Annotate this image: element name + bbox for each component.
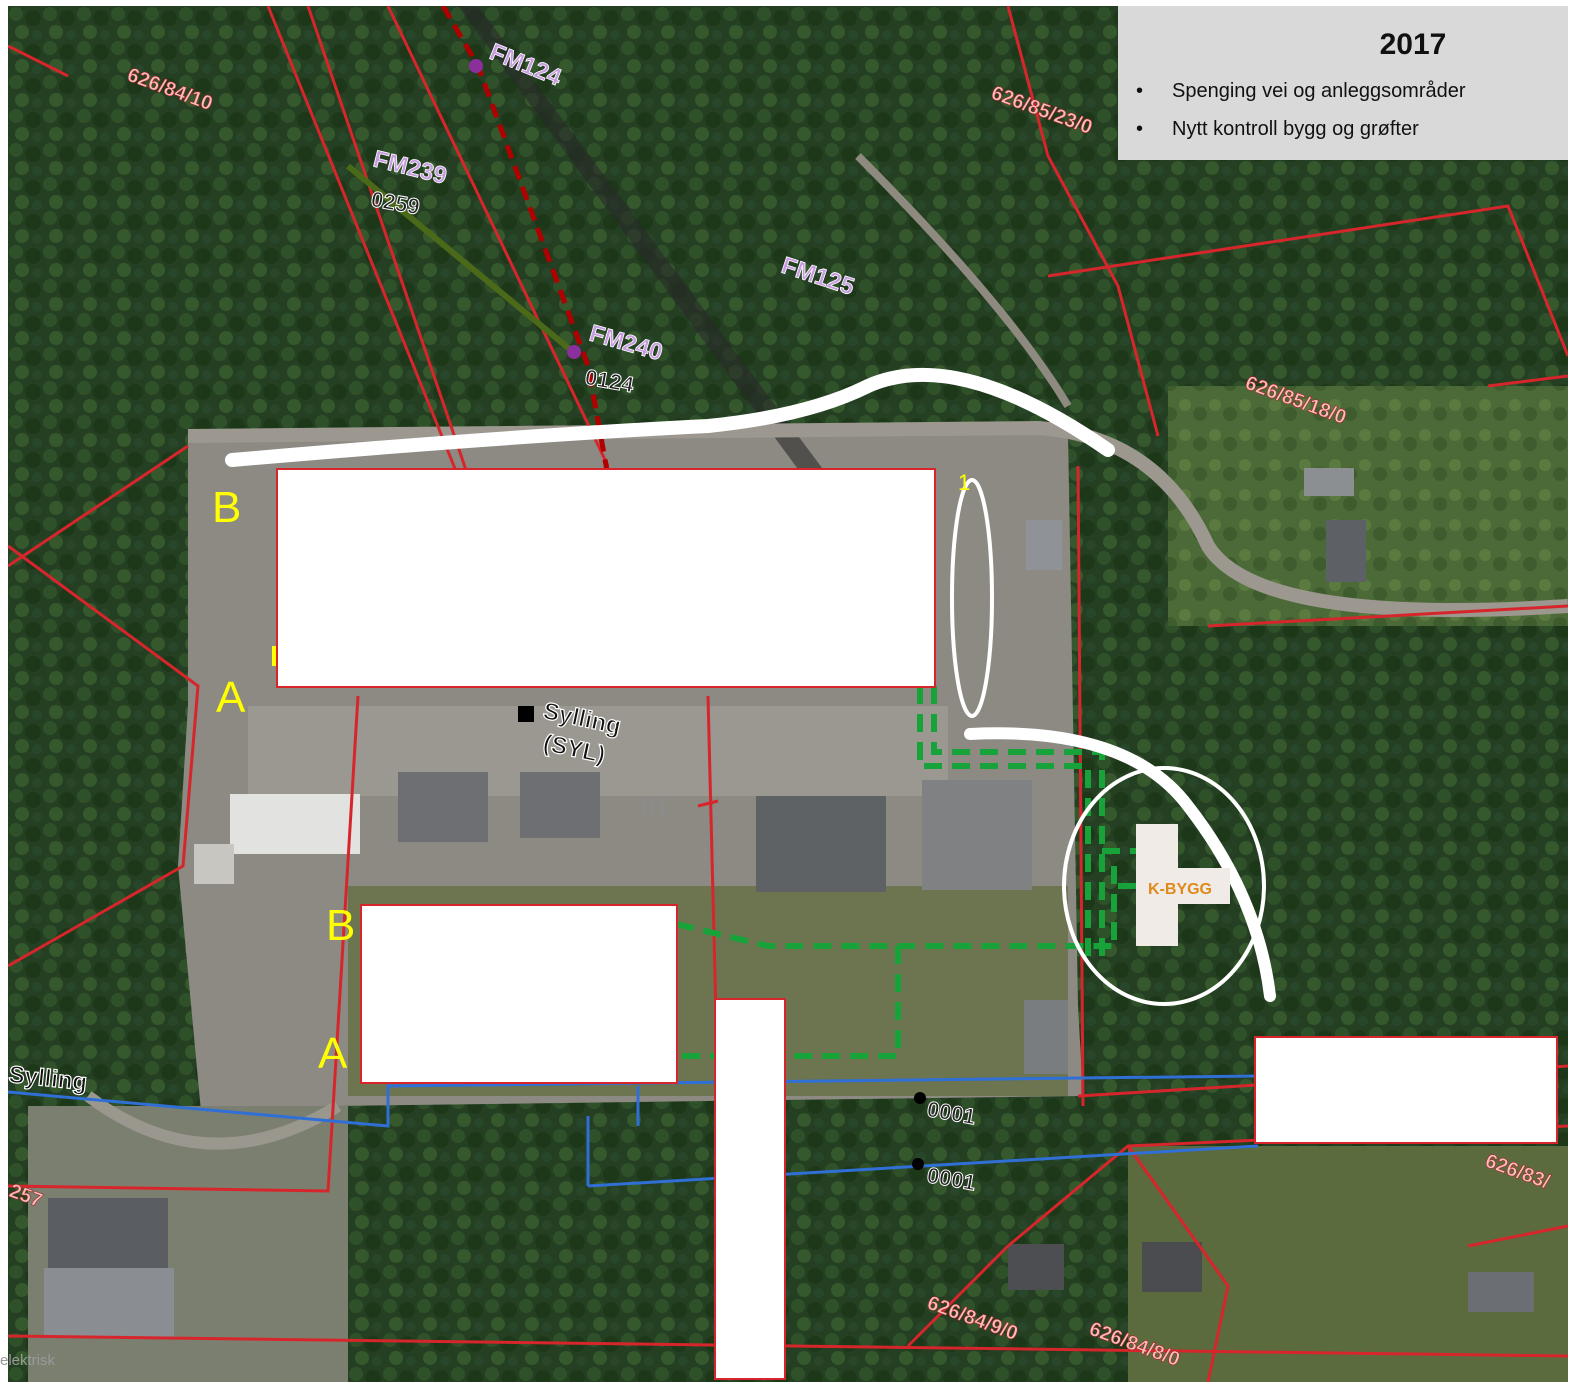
section-label-a-top: A bbox=[216, 673, 246, 722]
mask-block-vertical bbox=[714, 998, 786, 1380]
footer-text: elektrisk bbox=[0, 1352, 56, 1369]
mask-block-north bbox=[276, 468, 936, 688]
section-label-b-top: B bbox=[212, 483, 242, 532]
building-sw-2 bbox=[44, 1268, 174, 1338]
transformer-2 bbox=[520, 772, 600, 838]
building-east-2 bbox=[1024, 1000, 1068, 1074]
bullet-icon: • bbox=[1136, 118, 1144, 140]
road-east-bend bbox=[855, 153, 1072, 409]
building-s-2 bbox=[1142, 1242, 1202, 1292]
bullet-icon: • bbox=[1136, 80, 1144, 102]
svg-text:1: 1 bbox=[958, 470, 970, 495]
planned-road-north bbox=[225, 367, 1115, 467]
marker-dot-fm124[interactable] bbox=[469, 59, 483, 73]
switchgear bbox=[922, 780, 1032, 890]
building-small bbox=[194, 844, 234, 884]
connector-line bbox=[346, 163, 580, 359]
legend-item: • Nytt kontroll bygg og grøfter bbox=[1136, 118, 1466, 156]
kbygg-label: K-BYGG bbox=[1148, 881, 1212, 898]
building-s-1 bbox=[1008, 1244, 1064, 1290]
highlight-ellipse-kbygg bbox=[1062, 766, 1266, 1006]
kbygg-building[interactable]: K-BYGG bbox=[1136, 824, 1230, 946]
field-area-east bbox=[1168, 386, 1568, 626]
marker-dot-0001-a[interactable] bbox=[914, 1092, 926, 1104]
legend-panel: 2017 • Spenging vei og anleggsområder • … bbox=[1118, 6, 1568, 160]
building-warehouse bbox=[230, 794, 360, 854]
building-se bbox=[1468, 1272, 1534, 1312]
building-house-2 bbox=[1326, 520, 1366, 582]
building-house-1 bbox=[1304, 468, 1354, 496]
mask-block-east bbox=[1254, 1036, 1558, 1144]
powerline-corridor bbox=[458, 6, 828, 476]
legend-item-text: Spenging vei og anleggsområder bbox=[1172, 80, 1466, 102]
transformer-3 bbox=[756, 796, 886, 892]
highlight-ellipse-north bbox=[950, 478, 994, 718]
section-label-b-bottom: B bbox=[326, 901, 356, 950]
legend-item: • Spenging vei og anleggsområder bbox=[1136, 80, 1466, 118]
marker-dot-fm240[interactable] bbox=[567, 345, 581, 359]
r1-label: R1 bbox=[640, 794, 668, 819]
section-label-a-bottom: A bbox=[318, 1029, 348, 1078]
building-sw-1 bbox=[48, 1198, 168, 1280]
mask-block-mid bbox=[360, 904, 678, 1084]
marker-dot-0001-b[interactable] bbox=[912, 1158, 924, 1170]
station-marker[interactable] bbox=[518, 706, 534, 722]
legend-year: 2017 bbox=[1379, 28, 1447, 61]
overhead-line bbox=[440, 4, 611, 477]
legend-item-text: Nytt kontroll bygg og grøfter bbox=[1172, 118, 1419, 140]
legend-list: • Spenging vei og anleggsområder • Nytt … bbox=[1136, 80, 1466, 156]
road-south bbox=[84, 1091, 342, 1150]
building-east-1 bbox=[1026, 520, 1062, 570]
transformer-1 bbox=[398, 772, 488, 842]
